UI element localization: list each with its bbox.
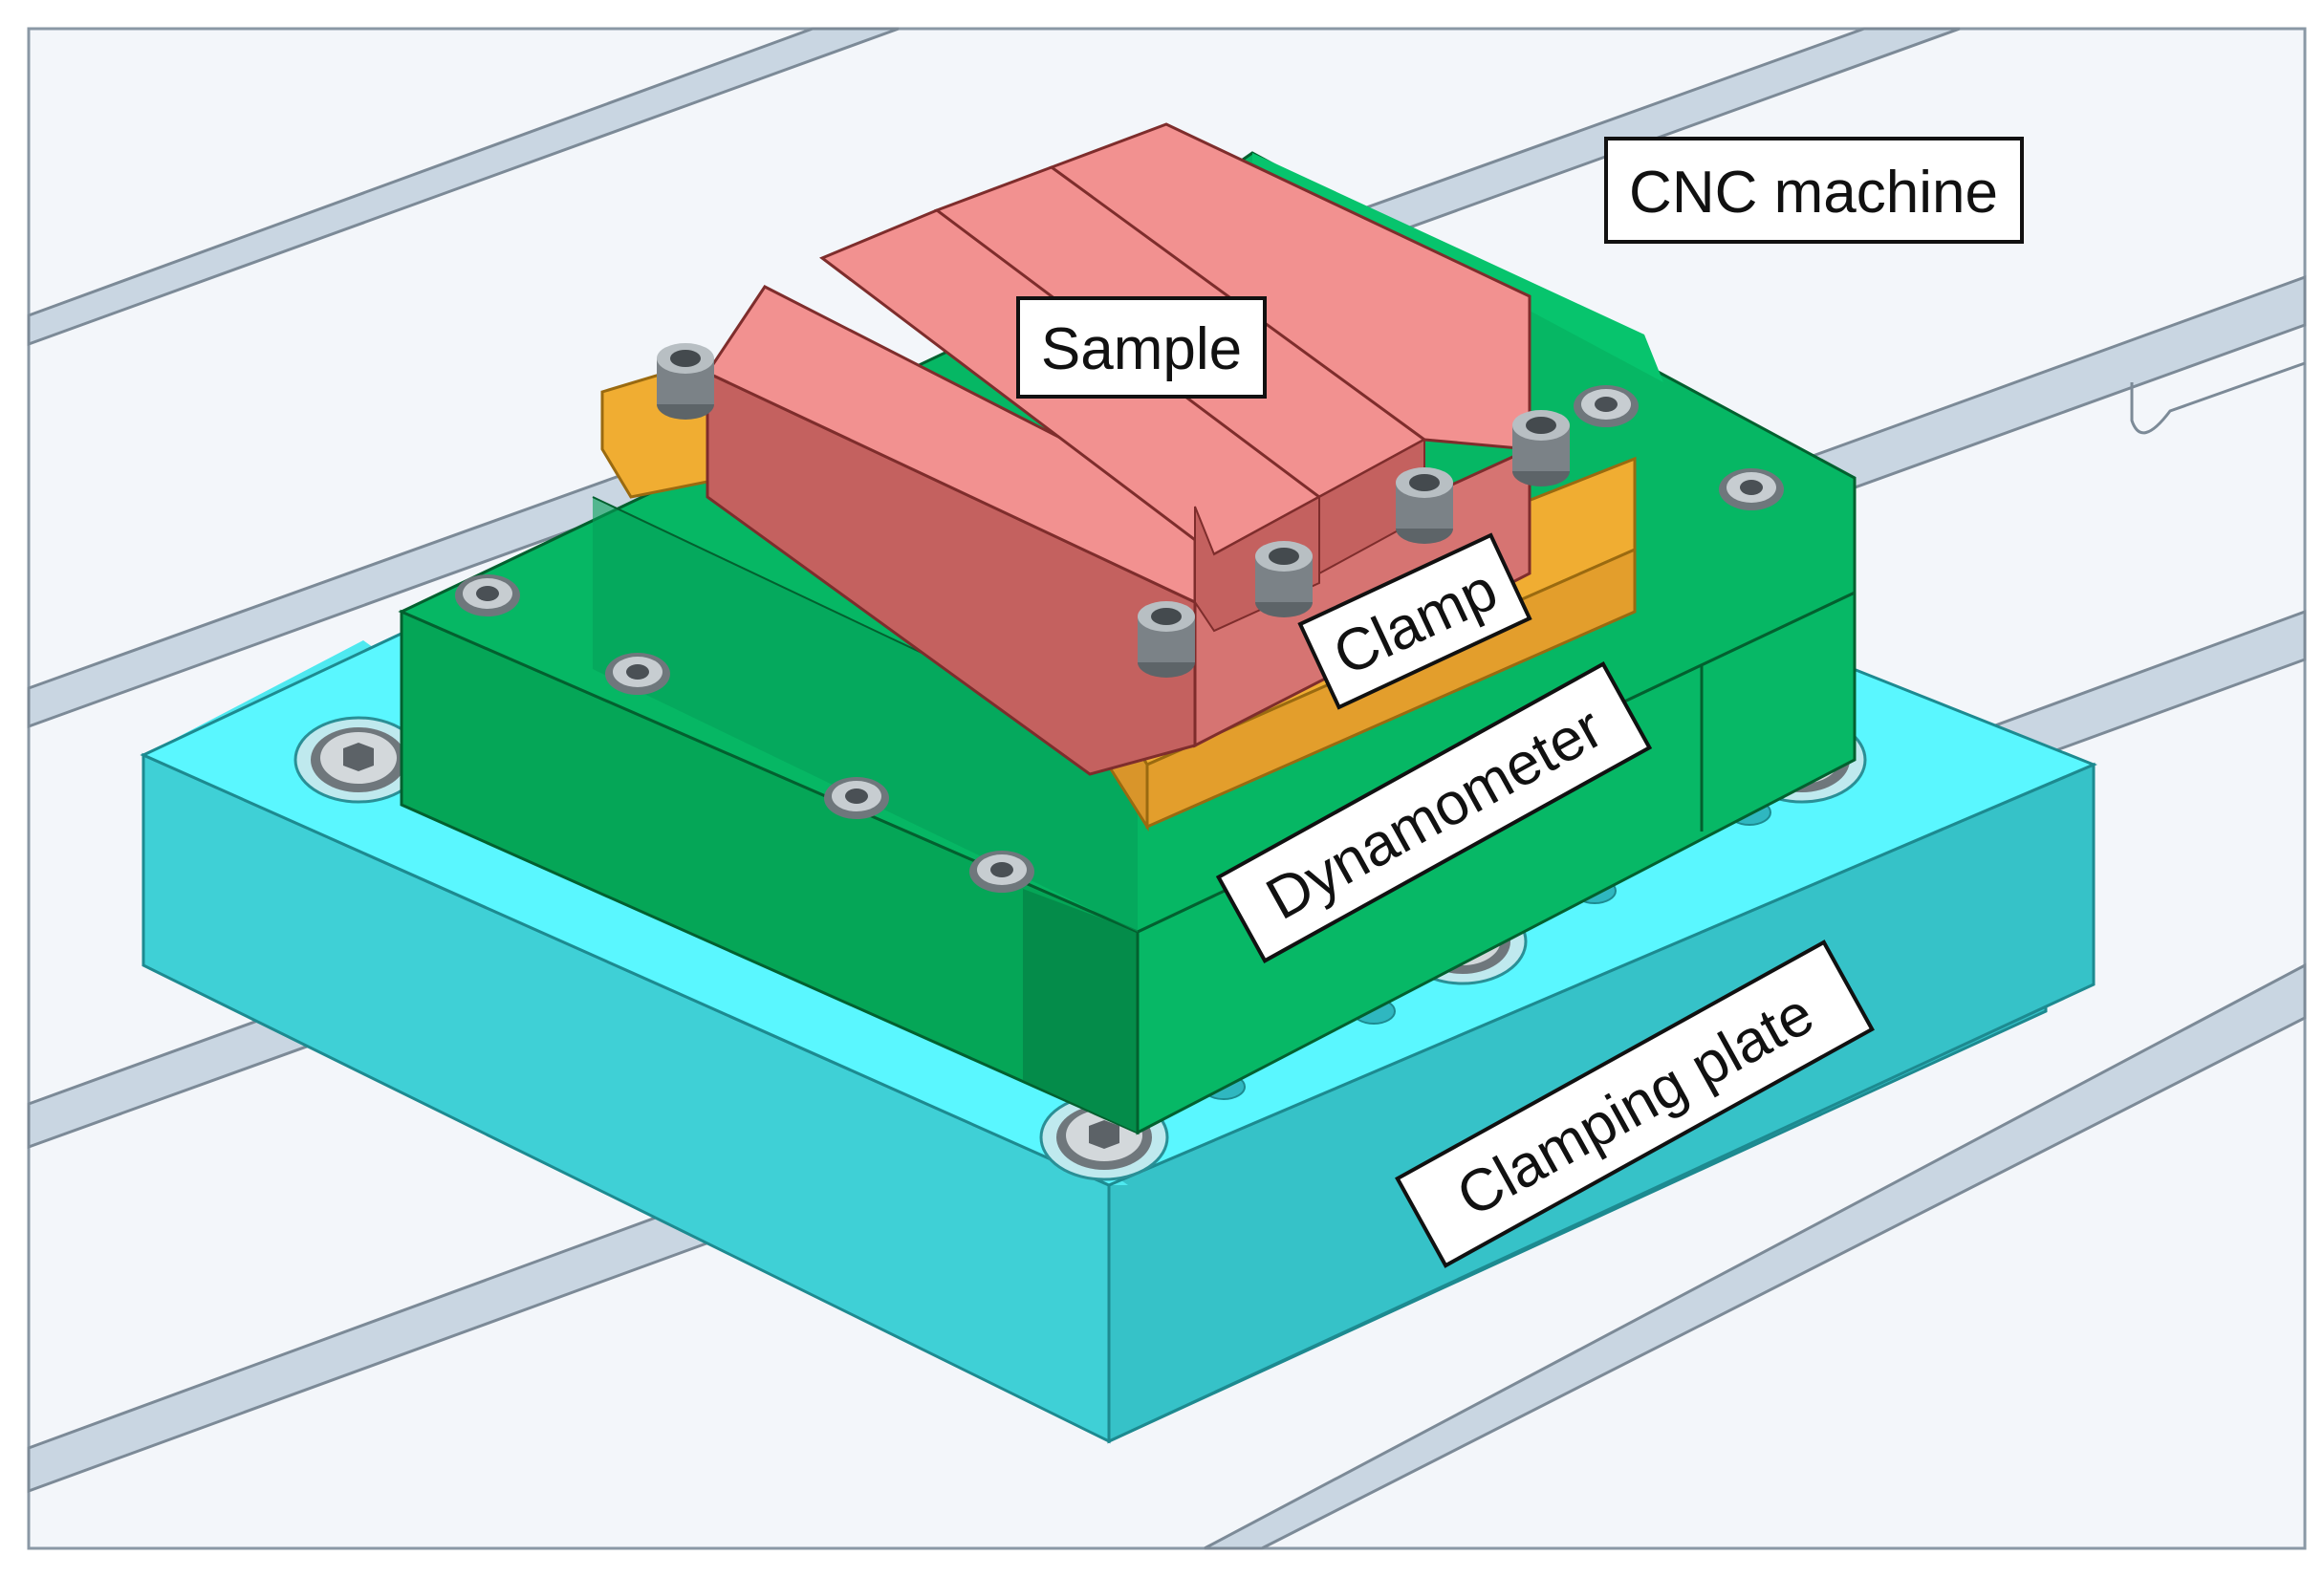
screw-head-icon — [455, 574, 520, 616]
screw-head-icon — [605, 653, 670, 695]
label-cnc-machine-text: CNC machine — [1629, 160, 1998, 226]
screw-head-icon — [1574, 385, 1639, 427]
screw-head-icon — [969, 851, 1034, 893]
screw-head-icon — [1138, 601, 1195, 678]
screw-head-icon — [1719, 468, 1784, 510]
label-sample-text: Sample — [1041, 316, 1242, 382]
label-clamp: Clamp — [1297, 532, 1532, 710]
screw-head-icon — [1396, 467, 1453, 544]
label-sample: Sample — [1016, 296, 1267, 399]
screw-head-icon — [1512, 410, 1570, 486]
screw-head-icon — [657, 343, 714, 420]
label-cnc-machine: CNC machine — [1604, 137, 2024, 244]
screw-head-icon — [824, 777, 889, 819]
screw-head-icon — [1255, 541, 1313, 617]
